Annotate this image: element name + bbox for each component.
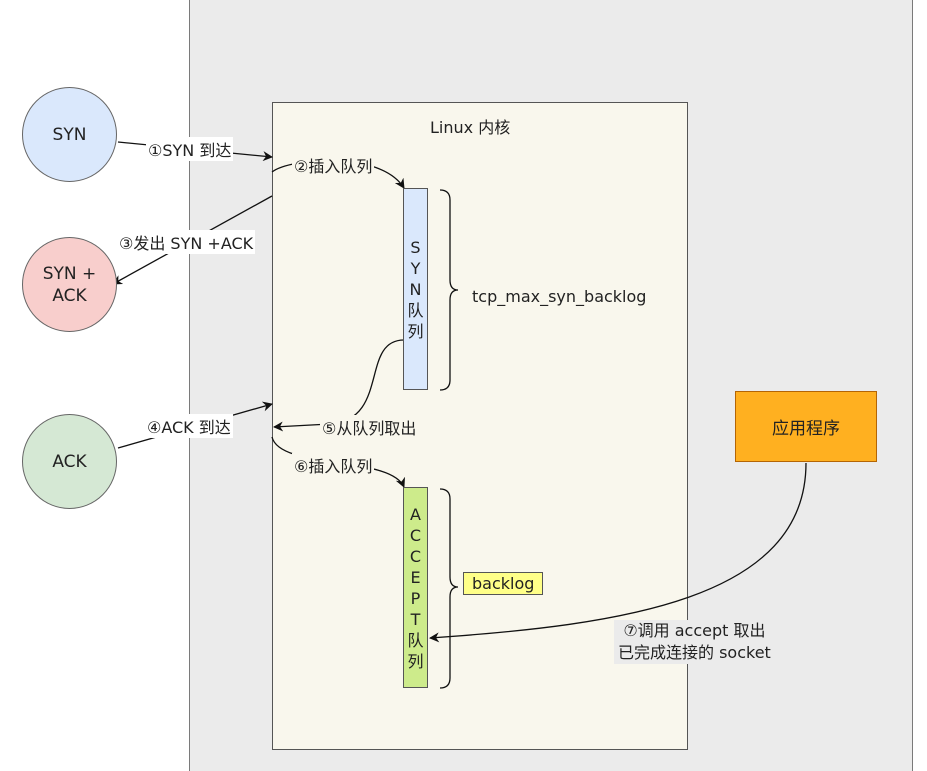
syn-queue-char: Y bbox=[410, 258, 421, 278]
ack-node-label: ACK bbox=[52, 451, 87, 472]
accept-queue-char: E bbox=[410, 567, 421, 587]
accept-queue-char: P bbox=[410, 588, 421, 608]
arrow-accept-call bbox=[429, 462, 807, 643]
synack-node: SYN + ACK bbox=[22, 237, 117, 332]
step3-label: ③发出 SYN +ACK bbox=[117, 230, 256, 254]
step7-label-line1: ⑦调用 accept 取出 bbox=[623, 621, 766, 640]
ack-node: ACK bbox=[22, 414, 117, 509]
syn-queue-char: 列 bbox=[407, 321, 424, 341]
application-box: 应用程序 bbox=[735, 391, 877, 462]
backlog-label: backlog bbox=[463, 572, 544, 595]
accept-queue-char: C bbox=[409, 525, 422, 545]
step7-label: ⑦调用 accept 取出 已完成连接的 socket bbox=[614, 620, 775, 664]
synack-node-label-line2: ACK bbox=[52, 285, 87, 306]
accept-queue-char: C bbox=[409, 546, 422, 566]
syn-queue-char: N bbox=[409, 279, 422, 299]
syn-queue-char: 队 bbox=[407, 300, 424, 320]
accept-queue-char: 列 bbox=[407, 651, 424, 671]
step1-label: ①SYN 到达 bbox=[146, 137, 234, 161]
synack-node-label-line1: SYN + bbox=[42, 263, 97, 284]
kernel-title: Linux 内核 bbox=[430, 118, 511, 137]
accept-queue-char: A bbox=[410, 504, 421, 524]
syn-node-label: SYN bbox=[52, 124, 87, 145]
step2-label: ②插入队列 bbox=[292, 153, 375, 177]
syn-queue-char: S bbox=[410, 237, 421, 257]
accept-queue-brace bbox=[439, 488, 459, 689]
syn-queue-brace bbox=[439, 189, 459, 391]
accept-queue-char: T bbox=[410, 609, 421, 629]
arrow-take-from-syn-queue bbox=[273, 339, 405, 432]
step4-label: ④ACK 到达 bbox=[145, 414, 233, 438]
accept-queue-char: 队 bbox=[407, 630, 424, 650]
syn-node: SYN bbox=[22, 87, 117, 182]
syn-backlog-label: tcp_max_syn_backlog bbox=[472, 287, 647, 306]
application-label: 应用程序 bbox=[772, 419, 840, 439]
step7-label-line2: 已完成连接的 socket bbox=[618, 643, 771, 662]
step6-label: ⑥插入队列 bbox=[292, 453, 375, 477]
step5-label: ⑤从队列取出 bbox=[320, 415, 419, 439]
